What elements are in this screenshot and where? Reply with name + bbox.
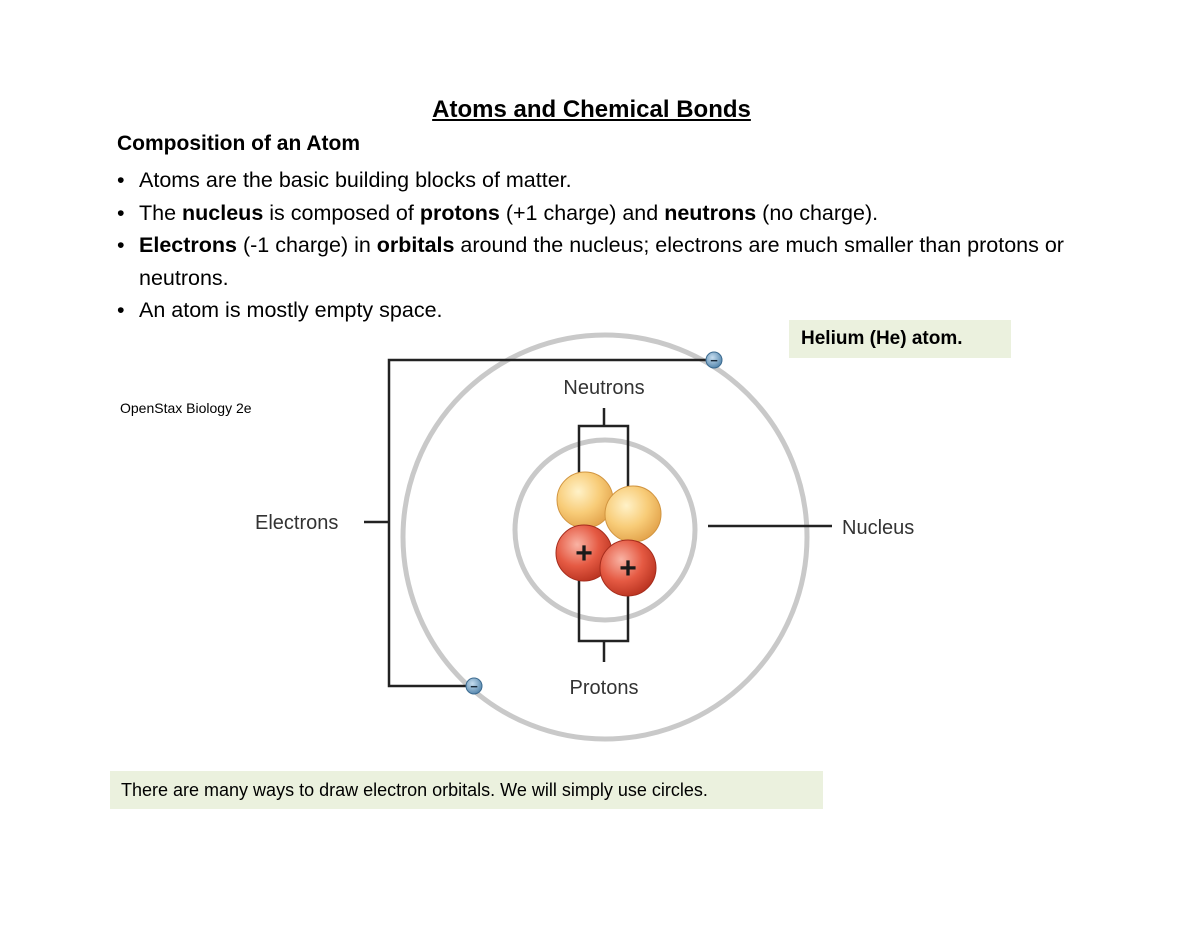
term-protons: protons bbox=[419, 200, 500, 225]
bullet-item: • Atoms are the basic building blocks of… bbox=[117, 164, 1107, 197]
helium-callout: Helium (He) atom. bbox=[789, 320, 1011, 358]
electron-particle bbox=[465, 677, 483, 695]
electrons-leader-bracket bbox=[387, 358, 714, 688]
neutron-particle bbox=[604, 485, 662, 543]
bullet-marker: • bbox=[117, 298, 125, 322]
proton-particle bbox=[599, 539, 657, 597]
bullet-text: Atoms are the basic building blocks of m… bbox=[139, 168, 572, 192]
neutrons-label: Neutrons bbox=[563, 377, 644, 399]
bullet-marker: • bbox=[117, 233, 125, 257]
term-nucleus: nucleus bbox=[182, 200, 264, 225]
proton-plus-sign: + bbox=[619, 552, 637, 585]
bullet-text: The bbox=[139, 200, 183, 225]
bullet-marker: • bbox=[117, 200, 125, 225]
nucleus-label: Nucleus bbox=[842, 517, 914, 539]
neutron-particle bbox=[556, 471, 614, 529]
electrons-label: Electrons bbox=[255, 512, 338, 534]
bullet-text: (+1 charge) and bbox=[499, 200, 665, 225]
term-neutrons: neutrons bbox=[664, 200, 757, 225]
inner-orbital bbox=[512, 437, 698, 623]
bullet-item: • The nucleus is composed of protons (+1… bbox=[117, 197, 1107, 230]
term-electrons: Electrons bbox=[139, 233, 237, 257]
bullet-item: • An atom is mostly empty space. bbox=[117, 294, 1107, 327]
orbital-note-callout: There are many ways to draw electron orb… bbox=[110, 771, 823, 809]
outer-orbital bbox=[400, 332, 810, 742]
section-heading: Composition of an Atom bbox=[117, 132, 361, 155]
page-title: Atoms and Chemical Bonds bbox=[432, 96, 751, 123]
bullet-text: (no charge). bbox=[756, 200, 879, 225]
proton-plus-sign: + bbox=[575, 537, 593, 570]
term-orbitals: orbitals bbox=[376, 233, 455, 257]
protons-label: Protons bbox=[570, 677, 639, 699]
electron-particle bbox=[705, 351, 723, 369]
bullet-list: • Atoms are the basic building blocks of… bbox=[117, 164, 1107, 327]
bullet-text: around the nucleus; electrons are much s… bbox=[139, 233, 1064, 290]
electron-minus-sign: − bbox=[470, 679, 478, 694]
bullet-item: • Electrons (-1 charge) in orbitals arou… bbox=[117, 229, 1107, 294]
bullet-text: An atom is mostly empty space. bbox=[139, 298, 443, 322]
bullet-marker: • bbox=[117, 168, 125, 192]
electron-minus-sign: − bbox=[710, 353, 718, 368]
bullet-text: (-1 charge) in bbox=[236, 233, 377, 257]
bullet-text: is composed of bbox=[263, 200, 420, 225]
source-credit: OpenStax Biology 2e bbox=[120, 400, 252, 416]
neutrons-bracket bbox=[577, 424, 630, 496]
